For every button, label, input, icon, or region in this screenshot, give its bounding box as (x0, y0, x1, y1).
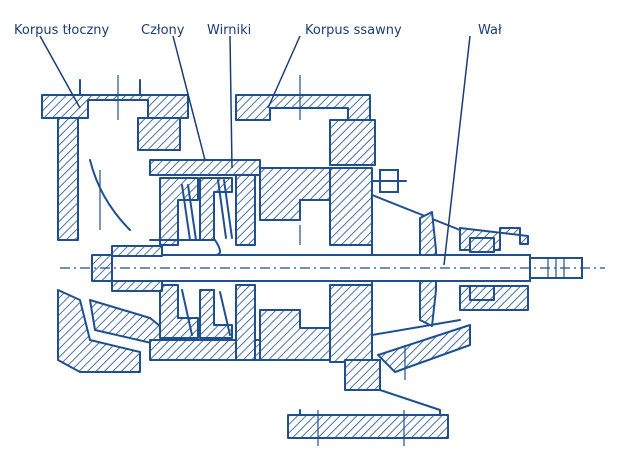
label-suction-casing: Korpus ssawny (305, 23, 402, 38)
suction-casing-part (235, 75, 407, 363)
leader-lines (39, 35, 471, 266)
bearing-bracket-part (287, 194, 529, 446)
label-shaft: Wał (478, 23, 502, 38)
label-stages: Człony (141, 23, 185, 38)
shaft-part (91, 239, 583, 292)
label-discharge-casing: Korpus tłoczny (14, 23, 110, 38)
label-impellers: Wirniki (207, 23, 251, 38)
